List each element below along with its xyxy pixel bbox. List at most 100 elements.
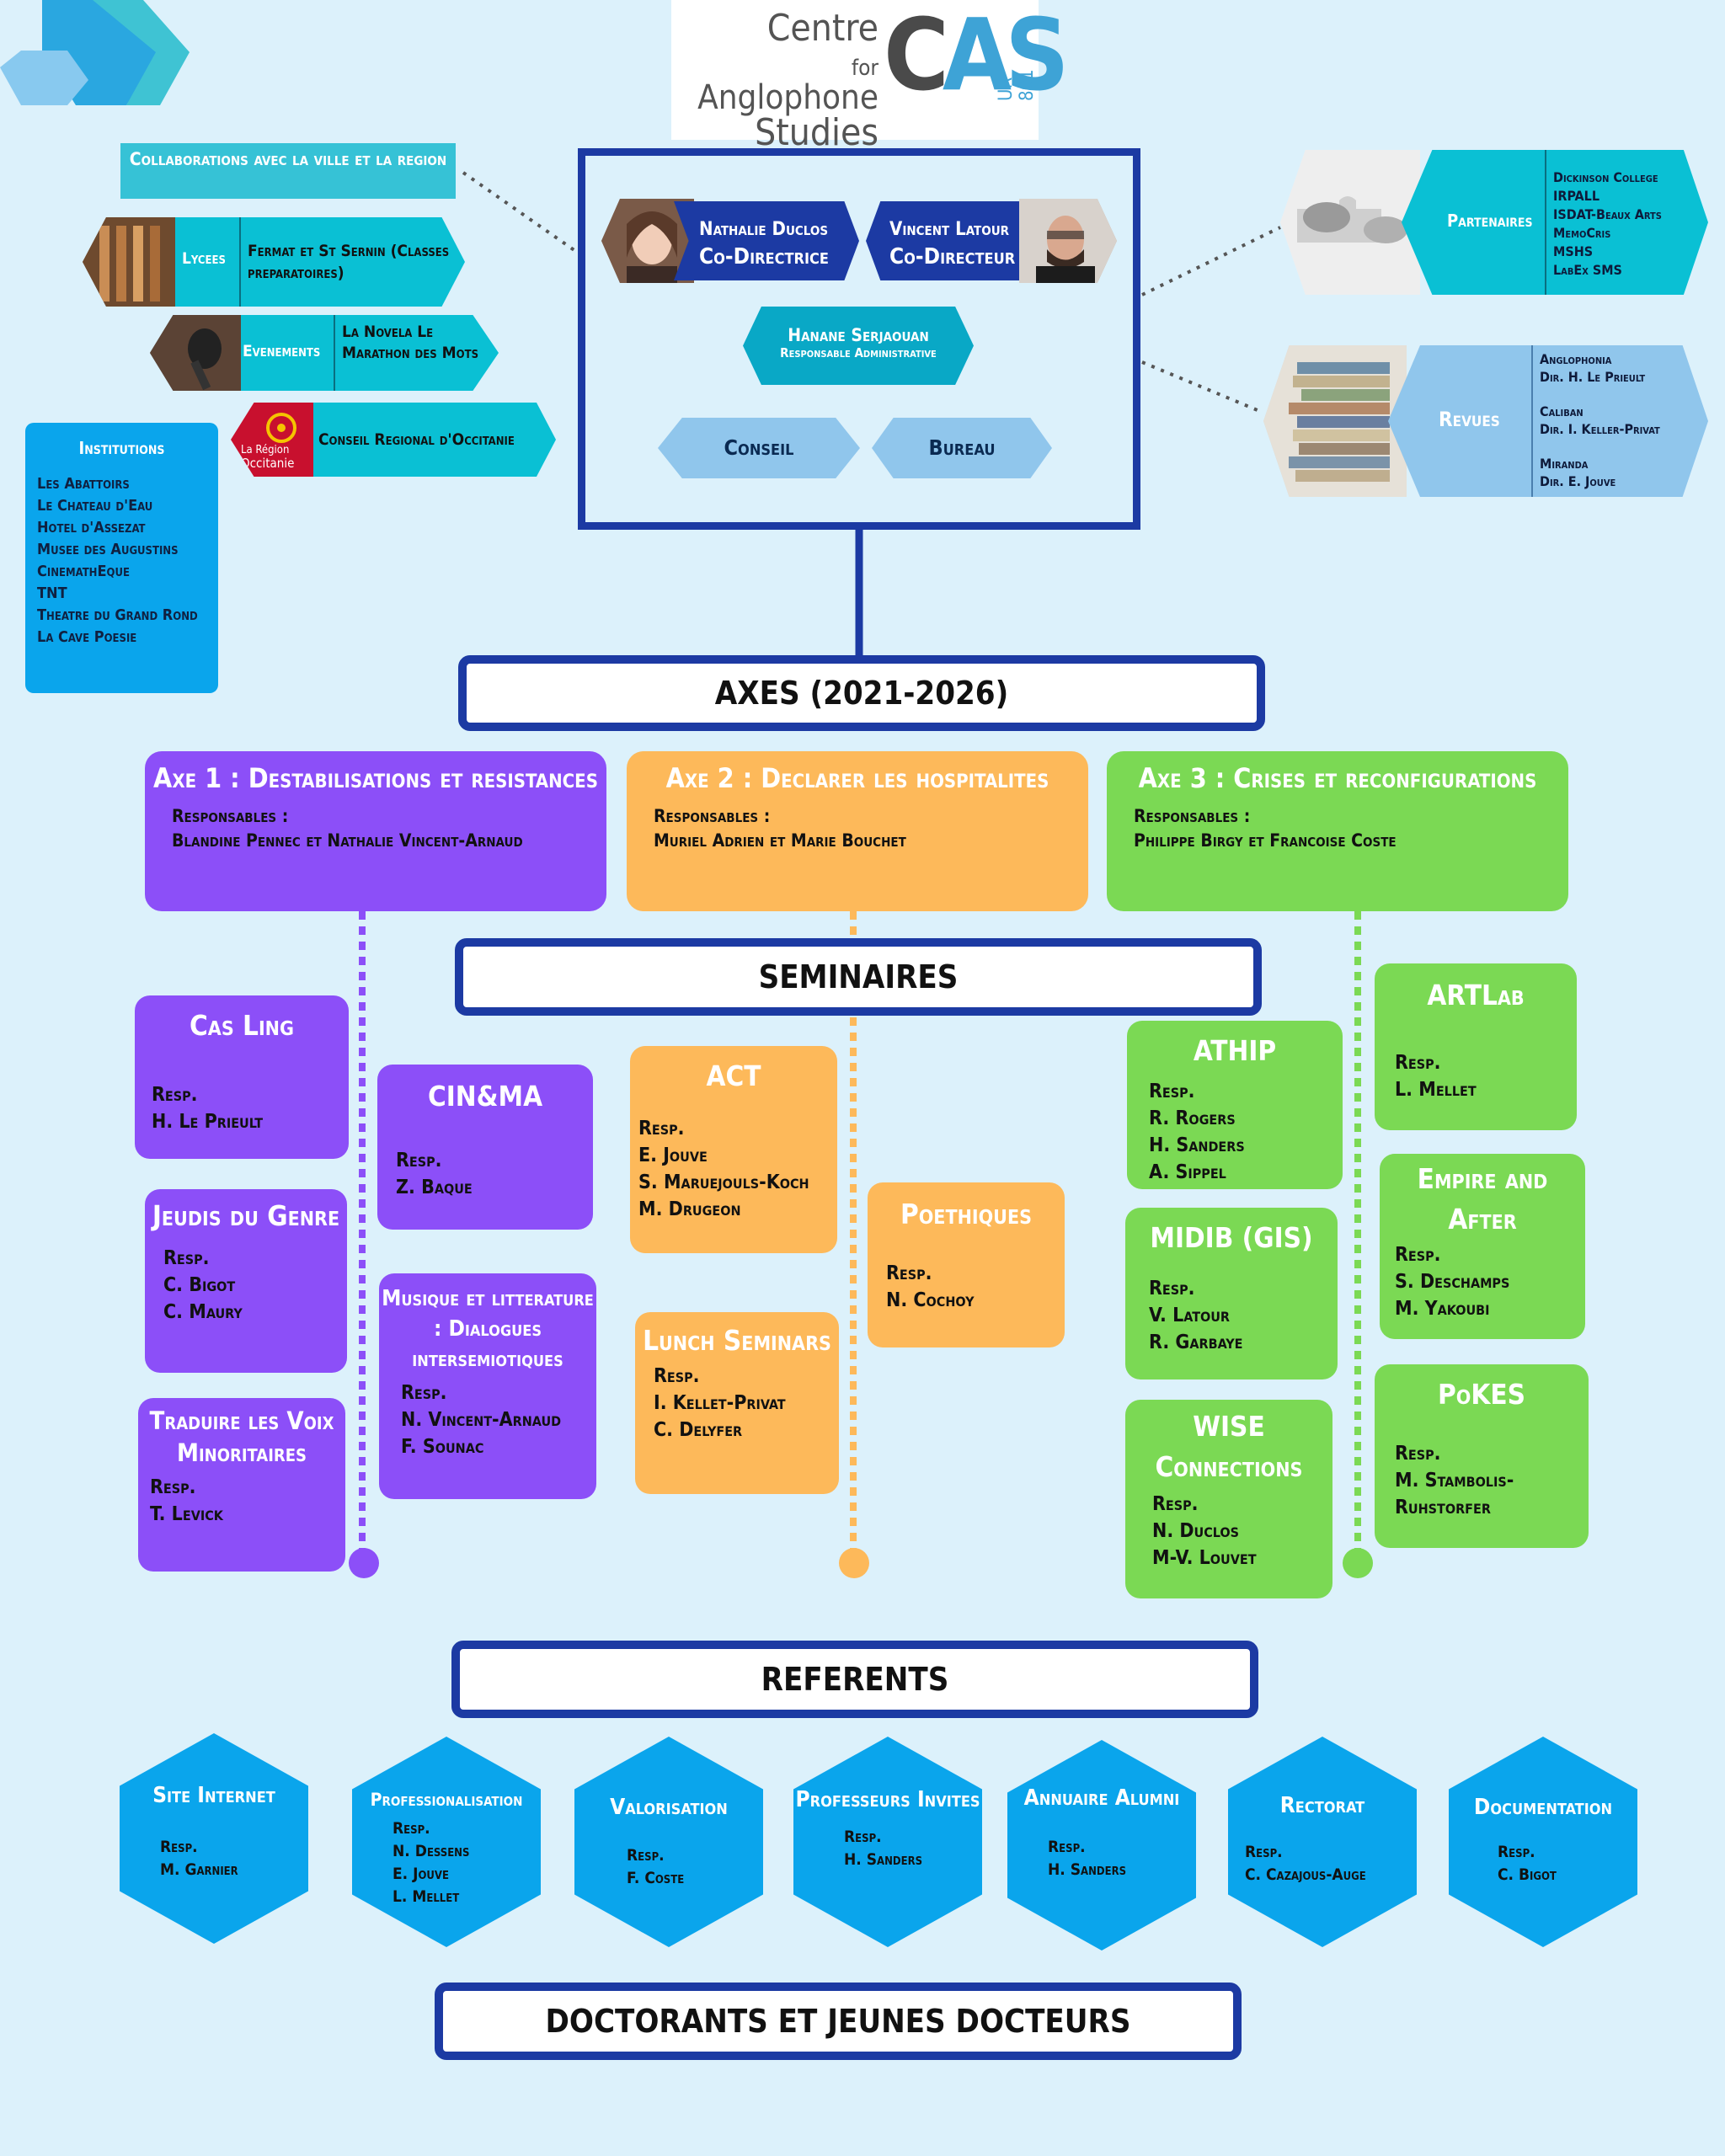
referent-annuaire-alumni: Annuaire Alumni Resp.H. Sanders — [1007, 1740, 1196, 1951]
partenaires-chip: Partenaires Dickinson College IRPALL ISD… — [1402, 150, 1708, 295]
evenements-chip: Evenements La Novela Le Marathon des Mot… — [241, 315, 499, 391]
conseil-label: Conseil — [724, 435, 794, 460]
seminar-resp-label: Resp. — [1149, 1080, 1195, 1102]
seminar-resp-label: Resp. — [1152, 1493, 1199, 1515]
seminar-resp-label: Resp. — [152, 1083, 198, 1106]
seminar-resp-name: Ruhstorfer — [1395, 1496, 1491, 1518]
conseil-regional-label: Conseil Regional d'Occitanie — [318, 430, 515, 449]
referent-professeurs-invites: Professeurs Invites Resp.H. Sanders — [793, 1737, 982, 1947]
seminar-resp-label: Resp. — [886, 1262, 932, 1284]
logo-line2-prefix: for — [851, 56, 879, 81]
seminar-resp-name: S. Maruejouls-Koch — [638, 1171, 809, 1193]
referent-resp-name: M. Garnier — [160, 1860, 238, 1879]
seminar-musique-litterature: Musique et litterature : Dialogues inter… — [379, 1273, 596, 1499]
axis-1-title: Axe 1 : Destabilisations et resistances — [153, 762, 598, 794]
doctorants-heading-text: DOCTORANTS ET JEUNES DOCTEURS — [545, 2003, 1131, 2040]
axis-2-title: Axe 2 : Declarer les hospitalites — [665, 762, 1049, 794]
axis-3-resp-label: Responsables : — [1134, 805, 1251, 826]
cas-unit-label: UR 801 — [996, 69, 1038, 101]
cas-mark-c: C — [884, 0, 949, 113]
referent-title: Annuaire Alumni — [1023, 1785, 1180, 1811]
codirecteur-name: Vincent Latour — [889, 219, 1010, 240]
institution-item: TNT — [37, 584, 67, 602]
institution-item: La Cave Poesie — [37, 628, 137, 646]
seminar-resp-label: Resp. — [654, 1365, 700, 1387]
seminar-resp-name: C. Bigot — [163, 1274, 236, 1296]
referent-rectorat: Rectorat Resp.C. Cazajous-Auge — [1228, 1737, 1417, 1947]
institution-item: Musee des Augustins — [37, 541, 179, 558]
doctorants-heading: DOCTORANTS ET JEUNES DOCTEURS — [435, 1983, 1242, 2060]
seminar-resp-name: L. Mellet — [1395, 1078, 1477, 1101]
partenaires-label: Partenaires — [1447, 211, 1533, 231]
admin-chip: Hanane Serjaouan Responsable Administrat… — [743, 307, 974, 385]
seminaires-heading-text: SEMINAIRES — [758, 958, 959, 995]
brand-logo — [0, 0, 190, 105]
axes-heading: AXES (2021-2026) — [458, 655, 1265, 731]
seminar-resp-name: A. Sippel — [1149, 1161, 1226, 1183]
seminaires-heading: SEMINAIRES — [455, 938, 1262, 1016]
seminar-resp-name: S. Deschamps — [1395, 1271, 1510, 1293]
seminar-title: ATHIP — [1193, 1034, 1277, 1067]
revue-name: Miranda — [1540, 456, 1589, 472]
referent-valorisation: Valorisation Resp.F. Coste — [574, 1737, 763, 1947]
revues-chip: Revues Anglophonia Dir. H. Le Prieult Ca… — [1388, 345, 1708, 497]
lycees-label: Lycees — [182, 249, 226, 268]
person-photo-icon — [601, 199, 694, 283]
person-photo-icon — [1019, 199, 1117, 283]
revues-divider — [1531, 345, 1533, 497]
seminar-cinema: CIN&MA Resp.Z. Baque — [377, 1065, 593, 1230]
admin-role: Responsable Administrative — [780, 345, 937, 360]
partenaires-photo — [1280, 150, 1420, 295]
seminar-title: Cas Ling — [190, 1009, 294, 1042]
bureau-label: Bureau — [928, 435, 996, 460]
seminar-title: CIN&MA — [427, 1080, 543, 1113]
seminar-resp-name: H. Sanders — [1149, 1134, 1245, 1156]
occitanie-cross-icon — [231, 403, 323, 477]
partner-item: IRPALL — [1553, 188, 1599, 204]
referent-site-internet: Site Internet Resp.M. Garnier — [120, 1733, 308, 1944]
referent-resp-name: C. Cazajous-Auge — [1245, 1865, 1366, 1884]
logo-line2-text: Anglophone — [697, 78, 879, 117]
seminar-title: Jeudis du Genre — [152, 1199, 340, 1232]
codirectrice-chip: Nathalie Duclos Co-Directrice — [674, 201, 859, 280]
seminar-title: MIDIB (GIS) — [1150, 1221, 1313, 1254]
referents-heading: REFERENTS — [451, 1641, 1258, 1718]
axes-heading-text: AXES (2021-2026) — [714, 675, 1009, 712]
seminar-resp-name: R. Garbaye — [1149, 1331, 1243, 1353]
seminar-traduire-les-voix: Traduire les Voix Minoritaires Resp.T. L… — [138, 1398, 345, 1572]
axis-3-responsables: Responsables :Philippe Birgy et Francois… — [1134, 804, 1568, 854]
seminar-resp-name: M. Drugeon — [638, 1198, 741, 1220]
seminar-resp-label: Resp. — [401, 1382, 447, 1404]
codirecteur-photo — [1019, 199, 1117, 283]
books-stack-icon — [1263, 345, 1407, 497]
axis-2-resp-names: Muriel Adrien et Marie Bouchet — [654, 830, 906, 851]
institutions-box: Institutions Les Abattoirs Le Chateau d'… — [25, 423, 218, 693]
evenements-value: La Novela Le Marathon des Mots — [342, 323, 478, 362]
cas-logo: Centre for Anglophone Studies CAS UR 801 — [671, 0, 1070, 152]
seminar-resp-label: Resp. — [396, 1149, 442, 1171]
axis-3-title: Axe 3 : Crises et reconfigurations — [1138, 762, 1537, 794]
seminar-title: Poethiques — [900, 1198, 1033, 1230]
codirecteur-chip: Vincent Latour Co-Directeur — [866, 201, 1048, 280]
revues-list: Anglophonia Dir. H. Le Prieult Caliban D… — [1540, 350, 1660, 490]
collaborations-title: Collaborations avec la ville et la regio… — [120, 143, 456, 199]
puzzle-hands-icon — [1280, 150, 1420, 295]
institutions-title: Institutions — [78, 438, 165, 458]
revues-photo — [1263, 345, 1407, 497]
bureau-pill: Bureau — [872, 418, 1052, 478]
seminar-title: ARTLab — [1427, 979, 1525, 1011]
evenements-label: Evenements — [243, 342, 321, 360]
referent-resp-label: Resp. — [393, 1819, 430, 1838]
lycees-chip: Lycees Fermat et St Sernin (Classes prep… — [175, 217, 465, 307]
seminar-title: PoKES — [1437, 1378, 1526, 1411]
admin-name: Hanane Serjaouan — [788, 325, 929, 345]
revue-director: Dir. H. Le Prieult — [1540, 369, 1646, 385]
institution-item: Le Chateau d'Eau — [37, 497, 153, 515]
axis-2-responsables: Responsables :Muriel Adrien et Marie Bou… — [654, 804, 1088, 854]
